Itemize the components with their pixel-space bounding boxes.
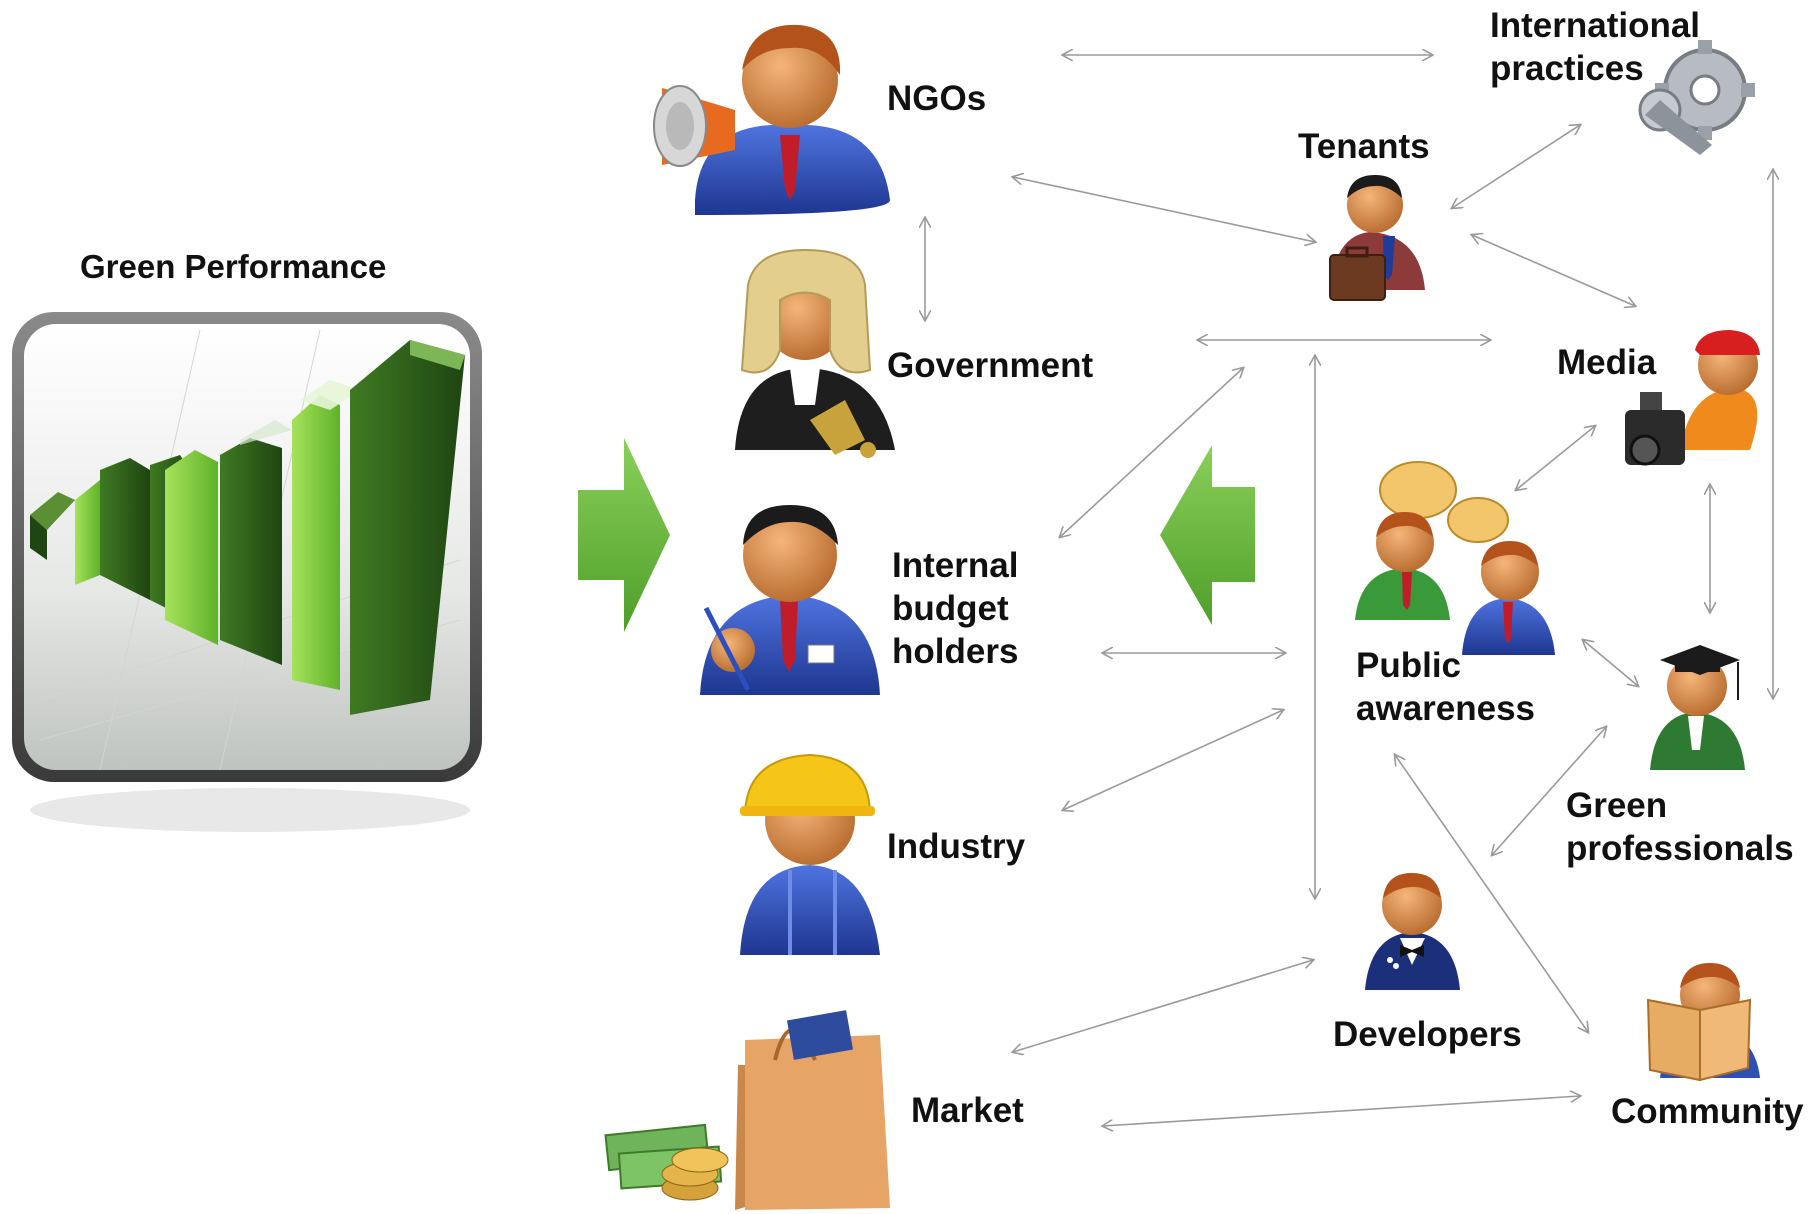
industry-worker-icon	[740, 753, 880, 955]
diagram-title: Green Performance	[80, 248, 387, 285]
green-performance-chart-icon	[12, 312, 482, 832]
gear-wrench-icon	[1638, 40, 1755, 155]
label-public-awareness: Public awareness	[1356, 646, 1536, 728]
ngo-person-icon	[653, 24, 890, 215]
label-media: Media	[1557, 343, 1657, 382]
label-industry: Industry	[887, 827, 1026, 866]
label-community: Community	[1611, 1092, 1804, 1131]
label-ngos: NGOs	[887, 79, 987, 118]
left-green-arrow	[1160, 445, 1255, 625]
government-judge-icon	[735, 248, 895, 458]
label-market: Market	[911, 1091, 1024, 1130]
right-green-arrow	[578, 438, 670, 632]
label-international-practices: International practices	[1490, 6, 1701, 88]
connector-lines	[925, 55, 1773, 1126]
market-bag-icon	[604, 1010, 890, 1210]
label-developers: Developers	[1333, 1015, 1522, 1054]
internal-budget-holder-icon	[700, 505, 880, 695]
label-government: Government	[887, 346, 1094, 385]
media-camera-icon	[1625, 330, 1760, 466]
developer-person-icon	[1365, 873, 1460, 990]
label-internal-budget-holders: Internal budget holders	[892, 546, 1019, 671]
label-tenants: Tenants	[1298, 127, 1430, 166]
label-green-professionals: Green professionals	[1566, 786, 1794, 868]
tenant-briefcase-icon	[1329, 175, 1425, 301]
public-awareness-icon	[1355, 461, 1555, 655]
community-newspaper-icon	[1646, 963, 1760, 1082]
green-professional-graduate-icon	[1650, 645, 1745, 770]
